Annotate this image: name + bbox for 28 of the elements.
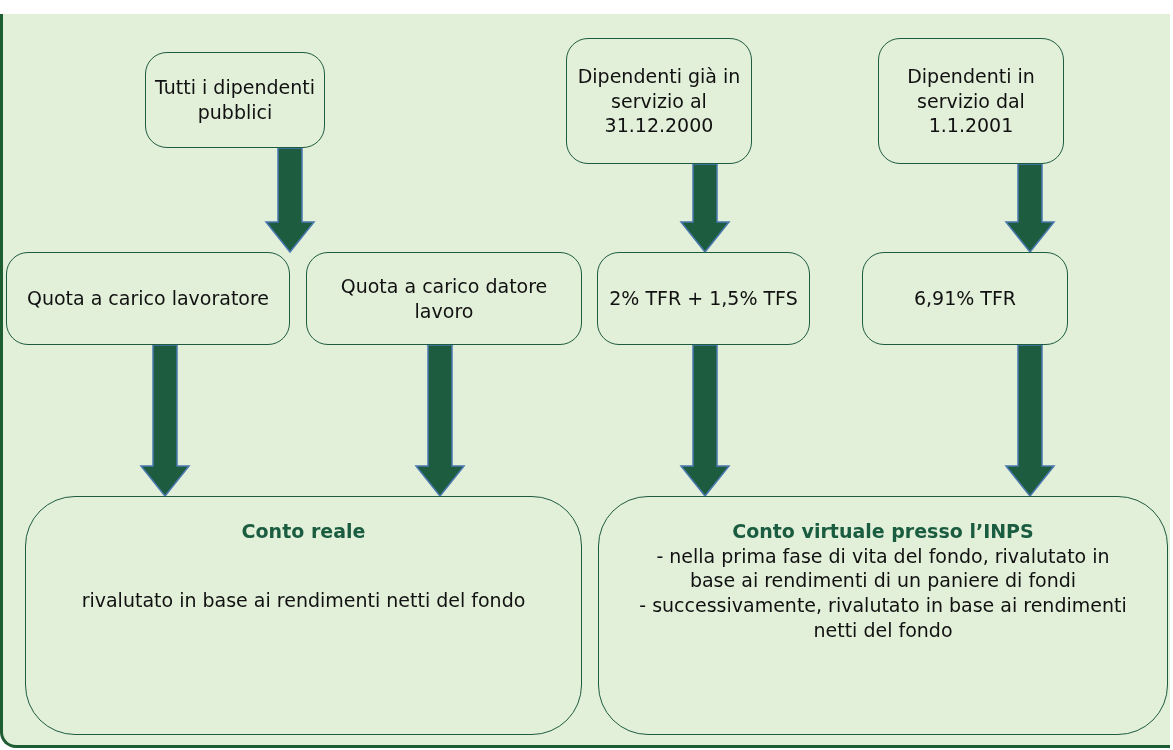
rounded-box [878, 38, 1064, 164]
block-arrow [139, 344, 191, 498]
box-text: 2% TFR + 1,5% TFS [609, 286, 798, 311]
block-arrow [1004, 163, 1056, 254]
rounded-box [598, 496, 1168, 735]
box-text: Dipendenti già in servizio al 31.12.2000 [576, 63, 742, 139]
box-text: Quota a carico datore lavoro [339, 273, 549, 324]
box-text: Quota a carico lavoratore [26, 286, 270, 311]
box-text: rivalutato in base ai rendimenti netti del fondo [81, 587, 526, 613]
rounded-box [566, 38, 752, 164]
block-arrow [1004, 344, 1056, 498]
box-text: Dipendenti in servizio dal 1.1.2001 [906, 63, 1036, 139]
box-heading: Conto virtuale presso l’INPS [732, 519, 1034, 544]
box-text: Tutti i dipendenti pubblici [154, 75, 316, 125]
rounded-box [862, 252, 1068, 345]
box-text: 6,91% TFR [913, 286, 1017, 311]
rounded-box [145, 52, 325, 148]
block-arrow [679, 344, 731, 498]
block-arrow [264, 147, 316, 254]
rounded-box [306, 252, 582, 345]
box-heading: Conto reale [241, 519, 366, 544]
block-arrow [679, 163, 731, 254]
box-text: - nella prima fase di vita del fondo, rivalutato in base ai rendimenti di un paniere di fondi [655, 543, 1111, 594]
rounded-box [25, 496, 582, 735]
rounded-box [597, 252, 810, 345]
rounded-box [6, 252, 290, 345]
box-text: - successivamente, rivalutato in base ai rendimenti netti del fondo [639, 593, 1127, 643]
block-arrow [414, 344, 466, 498]
